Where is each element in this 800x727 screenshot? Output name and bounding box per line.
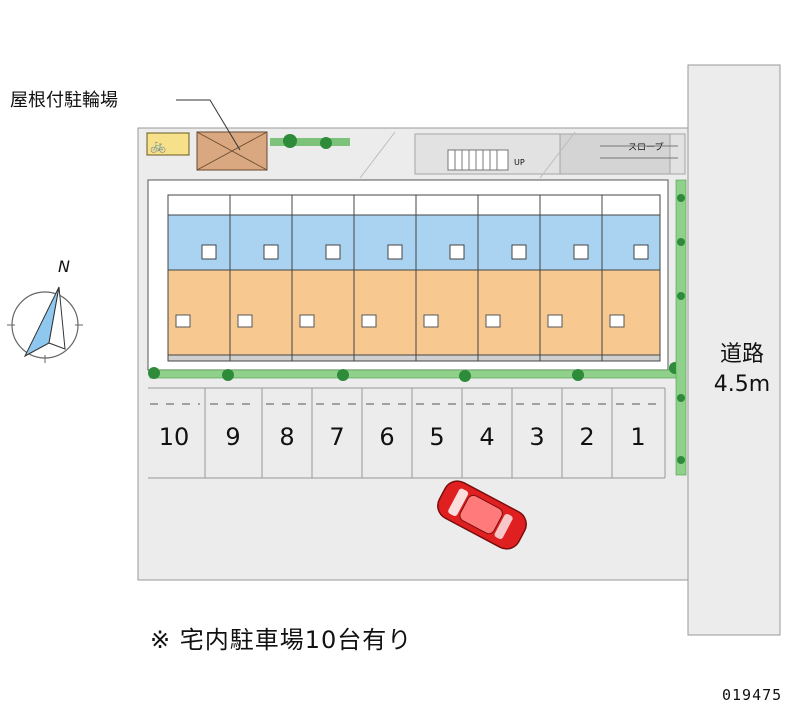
- property-code: 019475: [722, 686, 783, 704]
- front-hedge: [148, 362, 683, 382]
- stair-up-label: UP: [514, 158, 525, 167]
- apartment-units: [167, 194, 661, 362]
- compass-rose-icon: [7, 286, 83, 363]
- parking-space-number: 4: [479, 423, 494, 451]
- road: [687, 64, 781, 636]
- top-strip-hatch: [359, 131, 576, 179]
- parking-space-number: 8: [279, 423, 294, 451]
- parking-space-number: 2: [579, 423, 594, 451]
- parking-bays: [148, 387, 666, 479]
- road-name: 道路: [719, 342, 764, 367]
- roof-area: [559, 133, 671, 175]
- slope-label: スロープ: [628, 142, 663, 153]
- tree-icon: [222, 369, 234, 381]
- parking-space-number: 10: [159, 423, 190, 451]
- unit: [539, 194, 603, 362]
- unit: [167, 194, 231, 362]
- unit: [353, 194, 417, 362]
- tree-icon: [337, 369, 349, 381]
- side-hedge: [675, 179, 687, 476]
- tree-icon: [572, 369, 584, 381]
- bicycle-label-leader: [176, 99, 241, 151]
- tree-icon: [148, 367, 160, 379]
- unit: [415, 194, 479, 362]
- unit: [229, 194, 293, 362]
- compass-north-label: N: [58, 257, 70, 276]
- bicycle-parking: 🚲: [146, 131, 268, 171]
- unit: [291, 194, 355, 362]
- car-icon: [437, 480, 527, 550]
- bicycle-parking-label: 屋根付駐輪場: [10, 90, 118, 111]
- bicycle-icon: 🚲: [150, 139, 166, 154]
- parking-space-number: 1: [630, 423, 645, 451]
- parking-caption: ※ 宅内駐車場10台有り: [150, 626, 413, 654]
- parking-space-number: 9: [225, 423, 240, 451]
- unit: [601, 194, 661, 362]
- parking-space-number: 5: [429, 423, 444, 451]
- staircase: [447, 149, 509, 171]
- top-hedge: [270, 134, 350, 149]
- unit: [477, 194, 541, 362]
- tree-icon: [459, 370, 471, 382]
- parking-space-number: 6: [379, 423, 394, 451]
- parking-space-number: 7: [329, 423, 344, 451]
- road-label: 道路 4.5m: [706, 340, 778, 400]
- road-width: 4.5m: [713, 372, 771, 397]
- parking-space-number: 3: [529, 423, 544, 451]
